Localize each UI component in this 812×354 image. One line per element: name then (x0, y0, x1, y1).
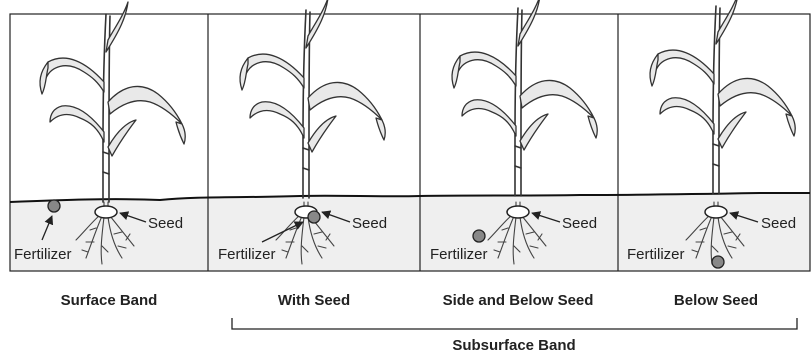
corn-plant (452, 0, 597, 196)
seed (705, 206, 727, 218)
fertilizer-granule (308, 211, 320, 223)
caption-below-seed: Below Seed (674, 292, 758, 309)
fertilizer-granule (712, 256, 724, 268)
fertilizer-label: Fertilizer (14, 246, 72, 263)
subsurface-bracket (232, 318, 797, 329)
corn-plant (240, 0, 385, 198)
seed-label: Seed (352, 215, 387, 232)
fertilizer-label: Fertilizer (430, 246, 488, 263)
soil-area (10, 193, 810, 271)
fertilizer-granule (473, 230, 485, 242)
fertilizer-granule (48, 200, 60, 212)
seed-label: Seed (562, 215, 597, 232)
seed (507, 206, 529, 218)
caption-with-seed: With Seed (278, 292, 350, 309)
corn-plant (650, 0, 795, 194)
seed-label: Seed (148, 215, 183, 232)
fertilizer-label: Fertilizer (627, 246, 685, 263)
corn-plant (40, 2, 185, 202)
seed (95, 206, 117, 218)
caption-surface-band: Surface Band (61, 292, 158, 309)
fertilizer-label: Fertilizer (218, 246, 276, 263)
caption-side-below-seed: Side and Below Seed (443, 292, 594, 309)
seed-label: Seed (761, 215, 796, 232)
group-label: Subsurface Band (452, 337, 575, 354)
